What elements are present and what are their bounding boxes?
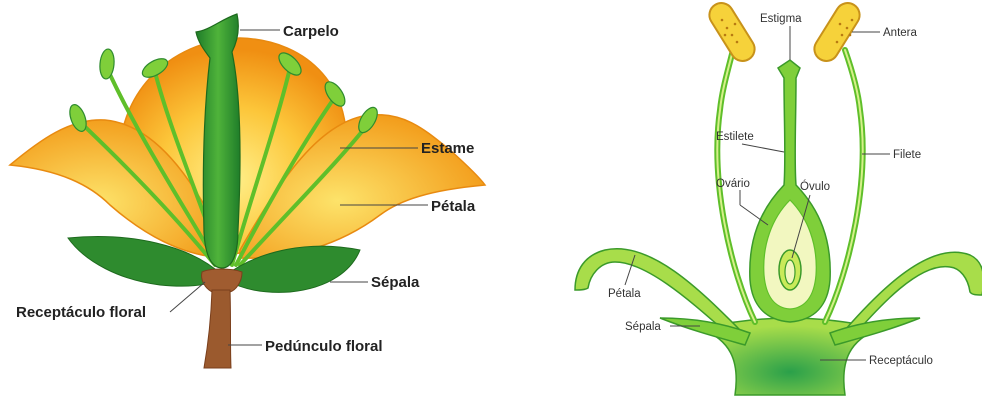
- left-peduncle: [204, 290, 231, 368]
- label-estame: Estame: [421, 140, 474, 157]
- label-pedunculo-floral: Pedúnculo floral: [265, 338, 383, 355]
- label-estigma: Estigma: [760, 13, 802, 25]
- label-ovario: Ovário: [716, 178, 750, 190]
- right-ovule-core: [785, 260, 795, 284]
- label-antera: Antera: [883, 27, 917, 39]
- label-petala-right: Pétala: [608, 288, 641, 300]
- label-petala-left: Pétala: [431, 198, 476, 215]
- label-carpelo: Carpelo: [283, 23, 339, 40]
- label-receptaculo-floral: Receptáculo floral: [16, 304, 146, 321]
- label-sepala-right: Sépala: [625, 321, 661, 333]
- right-flower: Estigma Antera Estilete Filete Ovário Óv…: [575, 0, 982, 395]
- left-receptacle: [202, 269, 242, 292]
- label-filete: Filete: [893, 149, 921, 161]
- label-estilete: Estilete: [716, 131, 754, 143]
- label-receptaculo: Receptáculo: [869, 355, 933, 367]
- left-flower: Carpelo Estame Pétala Sépala Receptáculo…: [10, 14, 485, 368]
- label-ovulo: Óvulo: [800, 180, 830, 193]
- label-sepala-left: Sépala: [371, 274, 420, 291]
